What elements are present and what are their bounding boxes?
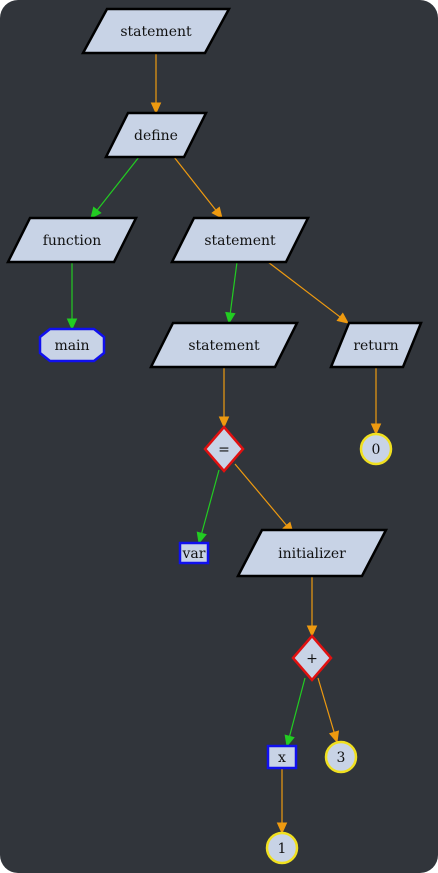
node-circle: 1 — [265, 831, 299, 865]
node-parallelogram: statement — [169, 216, 311, 264]
node-label: x — [278, 750, 286, 766]
node-label: 1 — [278, 841, 287, 857]
arrowhead-icon — [276, 822, 288, 835]
edge-n7-n9 — [370, 367, 382, 436]
node-label: initializer — [278, 546, 346, 562]
arrowhead-icon — [196, 531, 207, 545]
node-label: statement — [204, 233, 276, 249]
nodes-layer: statement define function statement main stat… — [5, 7, 423, 865]
edge-n6-n8 — [218, 367, 230, 429]
edge-n8-n11 — [234, 463, 294, 534]
node-parallelogram: return — [329, 321, 423, 369]
node-parallelogram: define — [103, 111, 209, 159]
node-parallelogram: initializer — [235, 528, 389, 578]
node-label: statement — [188, 338, 260, 354]
node-label: define — [134, 128, 178, 144]
node-label: return — [353, 338, 398, 354]
edge-n4-n6 — [225, 261, 238, 325]
node-label: function — [43, 233, 102, 249]
node-label: + — [306, 651, 318, 667]
edges-layer — [66, 53, 382, 835]
edge-n12-n14 — [317, 677, 340, 744]
node-box: var — [178, 541, 210, 565]
node-label: main — [54, 338, 89, 354]
node-circle: 0 — [359, 432, 393, 466]
arrowhead-icon — [90, 206, 102, 219]
node-diamond: = — [203, 425, 245, 473]
arrowhead-icon — [211, 206, 223, 219]
arrowhead-icon — [66, 318, 78, 331]
node-circle: 3 — [324, 740, 358, 774]
node-parallelogram: statement — [80, 7, 232, 55]
arrowhead-icon — [225, 311, 236, 325]
node-label: 0 — [372, 442, 381, 458]
node-diamond: + — [291, 634, 333, 682]
node-parallelogram: statement — [148, 321, 300, 369]
arrowhead-icon — [370, 423, 382, 436]
arrowhead-icon — [328, 730, 340, 744]
node-label: = — [218, 442, 230, 458]
arrowhead-icon — [284, 734, 295, 748]
edge-n1-n2 — [150, 53, 162, 115]
edge-n13-n15 — [276, 768, 288, 835]
arrowhead-icon — [218, 416, 230, 429]
node-label: 3 — [337, 750, 346, 766]
node-octagon: main — [38, 327, 106, 363]
edge-n3-n5 — [66, 262, 78, 331]
edge-n2-n3 — [90, 156, 140, 219]
arrowhead-icon — [336, 312, 349, 324]
arrowhead-icon — [150, 102, 162, 115]
node-box: x — [266, 744, 298, 770]
edge-n12-n13 — [284, 677, 306, 748]
arrowhead-icon — [306, 625, 318, 638]
edge-n4-n7 — [267, 261, 349, 324]
edge-n2-n4 — [173, 156, 223, 219]
edge-n11-n12 — [306, 576, 318, 638]
edge-n8-n10 — [196, 469, 220, 545]
node-label: var — [182, 546, 206, 562]
node-parallelogram: function — [5, 216, 139, 264]
node-label: statement — [120, 24, 192, 40]
